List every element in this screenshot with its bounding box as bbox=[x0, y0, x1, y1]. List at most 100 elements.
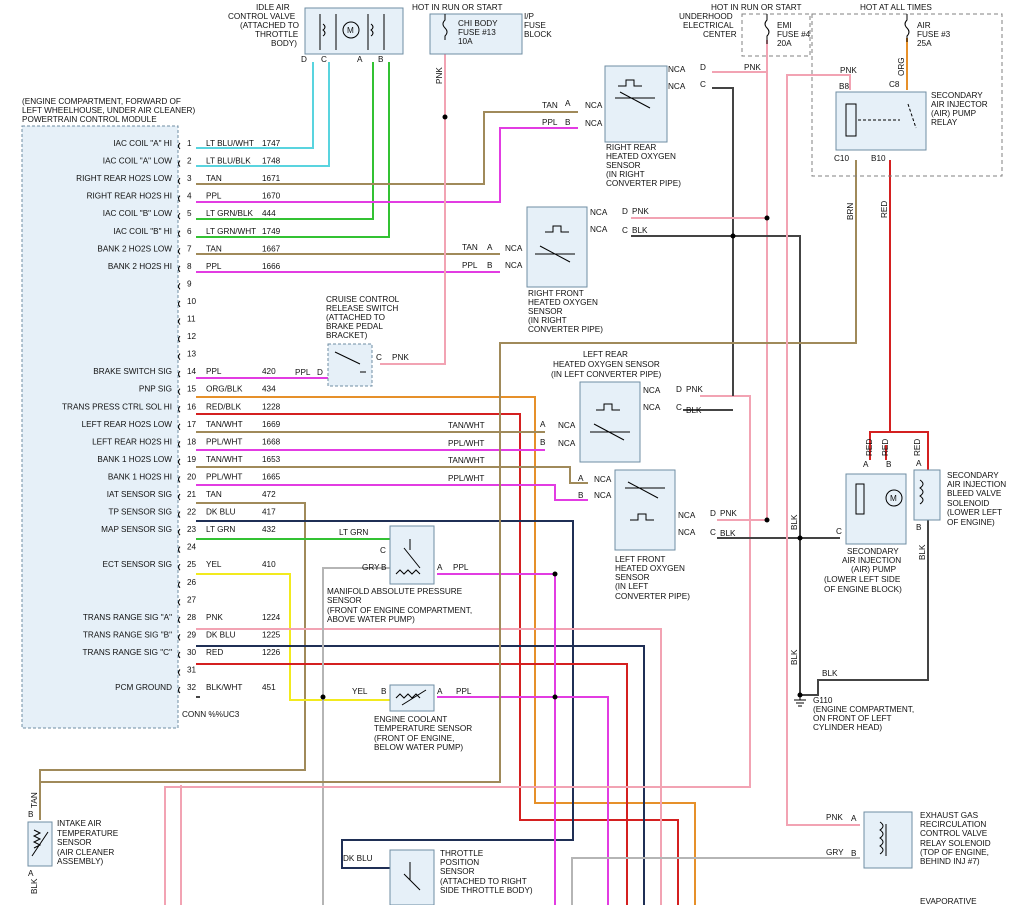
ect-title-4: BELOW WATER PUMP) bbox=[374, 743, 463, 752]
chi-fuse-2: FUSE #13 bbox=[458, 28, 496, 37]
ect-pin-b: B bbox=[381, 687, 387, 696]
splice bbox=[552, 571, 558, 577]
pcm-pin-number: 1 bbox=[187, 139, 192, 148]
pcm-pin-circuit: 1667 bbox=[262, 244, 281, 253]
pcm-pin-color: PPL/WHT bbox=[206, 472, 242, 481]
pcm-pin-terminal bbox=[178, 458, 181, 466]
bank1-hi-pplwht: PPL/WHT bbox=[448, 474, 484, 483]
lf-pin-c: C bbox=[710, 528, 716, 537]
wire-ppl-ect bbox=[437, 696, 609, 905]
pcm-pin-color: TAN bbox=[206, 490, 222, 499]
chi-fuse-1: CHI BODY bbox=[458, 19, 498, 28]
ect-yel: YEL bbox=[352, 687, 368, 696]
cruise-title-5: BRACKET) bbox=[326, 331, 368, 340]
pcm-pin-terminal bbox=[178, 195, 181, 203]
pcm-pin-terminal bbox=[178, 212, 181, 220]
lr-pnk: PNK bbox=[686, 385, 703, 394]
ect-title-1: ENGINE COOLANT bbox=[374, 715, 447, 724]
emi-center-3: CENTER bbox=[703, 30, 737, 39]
egr-title-4: RELAY SOLENOID bbox=[920, 839, 991, 848]
wire-bank1-low bbox=[196, 466, 588, 484]
rr-nca-2: NCA bbox=[585, 119, 603, 128]
pcm-pin-label: BANK 2 HO2S LOW bbox=[97, 244, 172, 253]
pump-motor: M bbox=[890, 494, 897, 503]
pcm-pin-number: 20 bbox=[187, 472, 197, 481]
pcm-pin-terminal bbox=[178, 440, 181, 448]
egr-title-2: RECIRCULATION bbox=[920, 820, 986, 829]
iat-title-4: (AIR CLEANER bbox=[57, 848, 114, 857]
wire-tr-a bbox=[196, 628, 662, 905]
lr-pin-b: B bbox=[540, 438, 546, 447]
map-title-2: SENSOR bbox=[327, 596, 362, 605]
pcm: (ENGINE COMPARTMENT, FORWARD OF LEFT WHE… bbox=[21, 97, 281, 729]
bleed-title-5: (LOWER LEFT bbox=[947, 508, 1002, 517]
pcm-pin-label: MAP SENSOR SIG bbox=[101, 525, 172, 534]
bleed-blk: BLK bbox=[918, 544, 927, 560]
map-gry: GRY bbox=[362, 563, 380, 572]
tps-title-4: (ATTACHED TO RIGHT bbox=[440, 877, 527, 886]
pcm-pin-label: BRAKE SWITCH SIG bbox=[93, 367, 172, 376]
relay-brn-label: BRN bbox=[846, 203, 855, 220]
pcm-pin-number: 6 bbox=[187, 227, 192, 236]
pcm-pin-number: 14 bbox=[187, 367, 197, 376]
pcm-pin-color: ORG/BLK bbox=[206, 385, 243, 394]
rf-title-1: RIGHT FRONT bbox=[528, 289, 584, 298]
wire-red2 bbox=[890, 431, 929, 470]
pcm-pin-number: 15 bbox=[187, 385, 197, 394]
iat-title-2: TEMPERATURE bbox=[57, 829, 119, 838]
pcm-pin-terminal bbox=[178, 265, 181, 273]
ground-title-3: ON FRONT OF LEFT bbox=[813, 714, 892, 723]
tps-title-5: SIDE THROTTLE BODY) bbox=[440, 886, 533, 895]
iat-pin-b: B bbox=[28, 810, 34, 819]
pcm-pin-number: 29 bbox=[187, 630, 197, 639]
rf-nca-4: NCA bbox=[590, 225, 608, 234]
lr-nca-4: NCA bbox=[643, 403, 661, 412]
lr-nca-3: NCA bbox=[643, 386, 661, 395]
iac-pin-b: B bbox=[378, 55, 384, 64]
rf-o2-sensor: TAN A NCA PPL B NCA NCA D PNK NCA C BLK … bbox=[462, 206, 649, 334]
cruise-ppl: PPL bbox=[295, 368, 311, 377]
tps-title-3: SENSOR bbox=[440, 867, 475, 876]
lf-title-2: HEATED OXYGEN bbox=[615, 564, 685, 573]
pcm-pin-number: 10 bbox=[187, 297, 197, 306]
lf-pin-a: A bbox=[578, 474, 584, 483]
map-sensor: LT GRN GRY C B A PPL MANIFOLD ABSOLUTE P… bbox=[327, 525, 472, 624]
map-pin-a: A bbox=[437, 563, 443, 572]
air-fuse-relay: HOT AT ALL TIMES AIR FUSE #3 25A ORG B8 … bbox=[811, 3, 1003, 220]
cruise-pnk: PNK bbox=[392, 353, 409, 362]
splice bbox=[552, 694, 558, 700]
pcm-pin-color: TAN bbox=[206, 174, 222, 183]
wire-cruise-pnk bbox=[380, 40, 446, 365]
iac-valve: M IDLE AIR CONTROL VALVE (ATTACHED TO TH… bbox=[228, 3, 404, 64]
iac-pin-d: D bbox=[301, 55, 307, 64]
pcm-pin-label: TP SENSOR SIG bbox=[108, 508, 172, 517]
pcm-pin-number: 23 bbox=[187, 525, 197, 534]
relay-pin-b8: B8 bbox=[839, 82, 849, 91]
pcm-pin-color: PPL/WHT bbox=[206, 437, 242, 446]
pcm-pin-label: LEFT REAR HO2S LOW bbox=[82, 420, 173, 429]
pcm-pin-terminal bbox=[178, 370, 181, 378]
wire-tr-b bbox=[196, 645, 645, 905]
pcm-pin-circuit: 1653 bbox=[262, 455, 281, 464]
rr-nca-3: NCA bbox=[668, 65, 686, 74]
pcm-pin-number: 2 bbox=[187, 157, 192, 166]
wire-tpc bbox=[196, 413, 679, 905]
map-pin-b: B bbox=[381, 563, 387, 572]
bleed-title-2: AIR INJECTION bbox=[947, 480, 1006, 489]
wire-tr-c bbox=[196, 663, 628, 905]
lr-tanwht: TAN/WHT bbox=[448, 421, 485, 430]
pcm-pin-number: 13 bbox=[187, 350, 197, 359]
splice bbox=[764, 215, 770, 221]
pcm-header-1: (ENGINE COMPARTMENT, FORWARD OF bbox=[22, 97, 181, 106]
pcm-pin-color: PNK bbox=[206, 613, 223, 622]
pcm-pin-color: TAN/WHT bbox=[206, 420, 243, 429]
rf-tan: TAN bbox=[462, 243, 478, 252]
pump-title-5: OF ENGINE BLOCK) bbox=[824, 585, 902, 594]
pcm-pin-terminal bbox=[178, 335, 181, 343]
pcm-pin-number: 12 bbox=[187, 332, 197, 341]
wire-rr-heater-c bbox=[712, 87, 734, 396]
bleed-title-3: BLEED VALVE bbox=[947, 489, 1002, 498]
cruise-pin-d: D bbox=[317, 368, 323, 377]
bleed-title-4: SOLENOID bbox=[947, 499, 989, 508]
